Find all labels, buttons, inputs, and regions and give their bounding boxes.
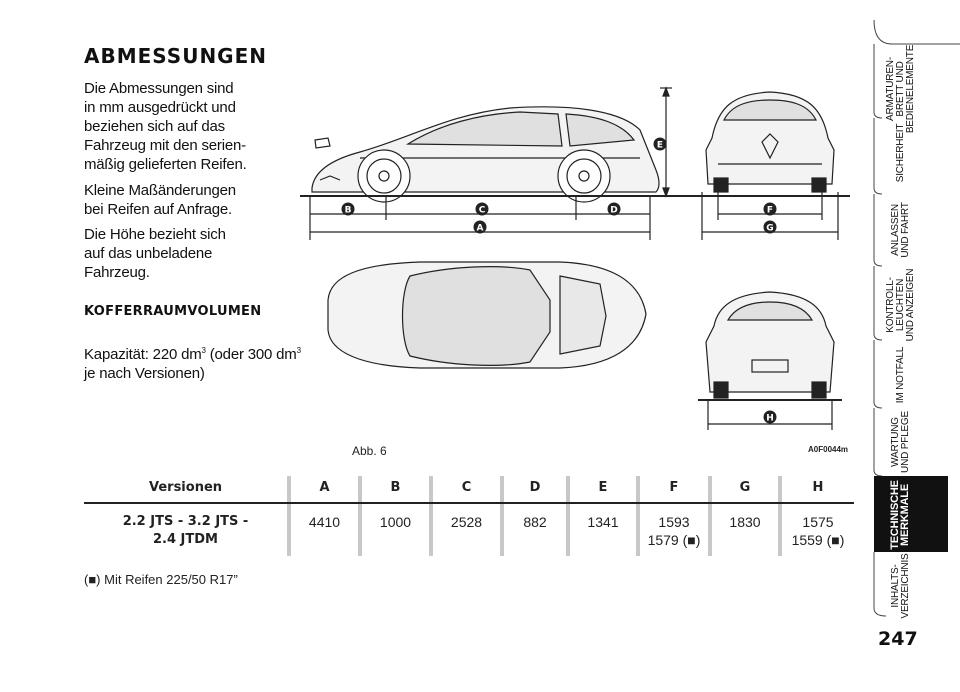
page-heading: ABMESSUNGEN — [84, 44, 267, 68]
dimensions-figure: B C D A E F G H — [300, 86, 850, 430]
header-g: G — [739, 480, 751, 495]
header-versionen: Versionen — [148, 480, 223, 495]
header-f: F — [669, 480, 679, 495]
header-e: E — [598, 480, 608, 495]
cell-f: 1593 1579 (■) — [647, 514, 701, 548]
header-b: B — [390, 480, 401, 495]
index-tab-outlines — [873, 19, 960, 617]
page-number: 247 — [878, 628, 918, 650]
cell-g: 1830 — [729, 514, 761, 530]
cell-b: 1000 — [379, 514, 412, 530]
cell-d: 882 — [523, 514, 547, 530]
header-h: H — [812, 480, 824, 495]
figure-caption: Abb. 6 — [352, 444, 387, 458]
svg-text:B: B — [345, 206, 352, 216]
table-row: 2.2 JTS - 3.2 JTS - 2.4 JTDM 4410 1000 2… — [84, 504, 854, 558]
badge-C: C — [475, 202, 489, 216]
badge-A: A — [473, 220, 487, 234]
header-d: D — [529, 480, 541, 495]
header-c: C — [461, 480, 472, 495]
svg-text:A: A — [477, 224, 484, 234]
footnote: (■) Mit Reifen 225/50 R17” — [84, 572, 238, 587]
badge-H: H — [763, 410, 777, 424]
car-front-view — [705, 91, 835, 193]
cell-a: 4410 — [308, 514, 341, 530]
tyre-note-paragraph: Kleine Maßänderungen bei Reifen auf Anfr… — [84, 182, 236, 218]
svg-text:C: C — [479, 206, 486, 216]
table-header-row: Versionen A B C D E F G H — [84, 476, 854, 504]
trunk-volume-heading: KOFFERRAUMVOLUMEN — [84, 304, 262, 319]
cell-e: 1341 — [587, 514, 619, 530]
cell-h: 1575 1559 (■) — [791, 514, 845, 548]
svg-text:G: G — [766, 224, 773, 234]
height-note-paragraph: Die Höhe bezieht sich auf das unbeladene… — [84, 226, 226, 281]
svg-text:D: D — [610, 206, 617, 216]
figure-code: A0F0044m — [808, 445, 849, 454]
badge-D: D — [607, 202, 621, 216]
svg-text:H: H — [766, 414, 774, 424]
trunk-capacity-text: Kapazität: 220 dm3 (oder 300 dm3 je nach… — [84, 346, 301, 382]
cell-c: 2528 — [450, 514, 483, 530]
badge-F: F — [763, 202, 777, 216]
badge-G: G — [763, 220, 777, 234]
badge-B: B — [341, 202, 355, 216]
svg-text:F: F — [767, 206, 773, 216]
chapter-index: ARMATUREN- BRETT UND BEDIENELEMENTE SICH… — [868, 0, 960, 692]
header-a: A — [319, 480, 330, 495]
car-rear-view — [705, 291, 835, 399]
tab-inhaltsverzeichnis[interactable]: INHALTS- VERZEICHNIS — [890, 553, 911, 619]
car-top-view — [327, 261, 647, 369]
svg-text:E: E — [657, 141, 663, 151]
car-side-view — [311, 106, 660, 203]
intro-paragraph: Die Abmessungen sind in mm ausgedrückt u… — [84, 80, 247, 173]
badge-E: E — [653, 137, 667, 151]
cell-version: 2.2 JTS - 3.2 JTS - 2.4 JTDM — [122, 514, 249, 547]
